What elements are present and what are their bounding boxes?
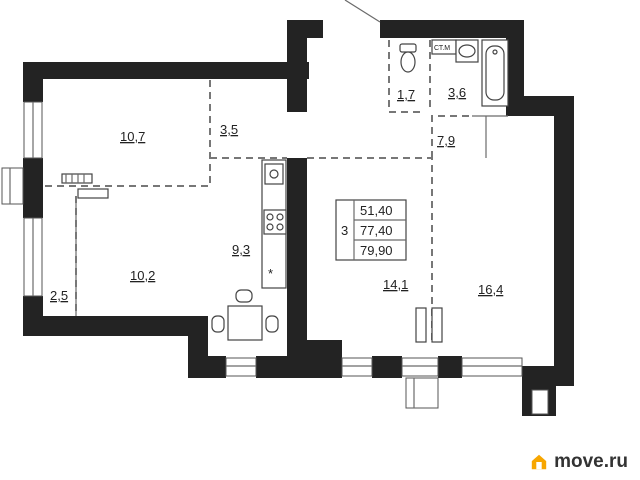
room-labels: 10,7 3,5 10,2 2,5 9,3 1,7 3,6 7,9 14,1 1… bbox=[50, 85, 503, 303]
area-summary: 3 51,40 77,40 79,90 bbox=[335, 199, 407, 261]
bathtub-icon bbox=[481, 39, 509, 107]
room-label-top-left: 10,7 bbox=[120, 129, 145, 144]
riser-label: СТ.М bbox=[434, 45, 450, 52]
room-label-wc: 1,7 bbox=[397, 87, 415, 102]
living-area: 51,40 bbox=[360, 203, 393, 218]
room-label-living-right: 16,4 bbox=[478, 282, 503, 297]
brand-watermark: move.ru bbox=[530, 450, 628, 474]
dining-table-icon bbox=[211, 289, 279, 341]
sink-icon bbox=[455, 39, 479, 63]
fixtures: СТ.М * bbox=[211, 39, 509, 343]
room-label-balcony: 2,5 bbox=[50, 288, 68, 303]
room-label-bathroom: 3,6 bbox=[448, 85, 466, 100]
toilet-icon bbox=[399, 43, 417, 73]
room-count: 3 bbox=[341, 223, 348, 238]
room-label-living-center: 14,1 bbox=[383, 277, 408, 292]
cooktop-asterisk-icon: * bbox=[268, 266, 273, 281]
room-label-corridor: 3,5 bbox=[220, 122, 238, 137]
room-label-bottom-left: 10,2 bbox=[130, 268, 155, 283]
interior-lines bbox=[1, 0, 549, 415]
zone-borders bbox=[43, 40, 472, 340]
brand-house-icon bbox=[531, 454, 547, 470]
walls bbox=[23, 20, 574, 416]
room-label-hall: 7,9 bbox=[437, 133, 455, 148]
radiator-icon bbox=[415, 307, 443, 343]
kitchen-counter: * bbox=[261, 159, 287, 289]
area-with-balcony: 79,90 bbox=[360, 243, 393, 258]
brand-name: move.ru bbox=[554, 451, 628, 472]
room-label-kitchen: 9,3 bbox=[232, 242, 250, 257]
total-area: 77,40 bbox=[360, 223, 393, 238]
